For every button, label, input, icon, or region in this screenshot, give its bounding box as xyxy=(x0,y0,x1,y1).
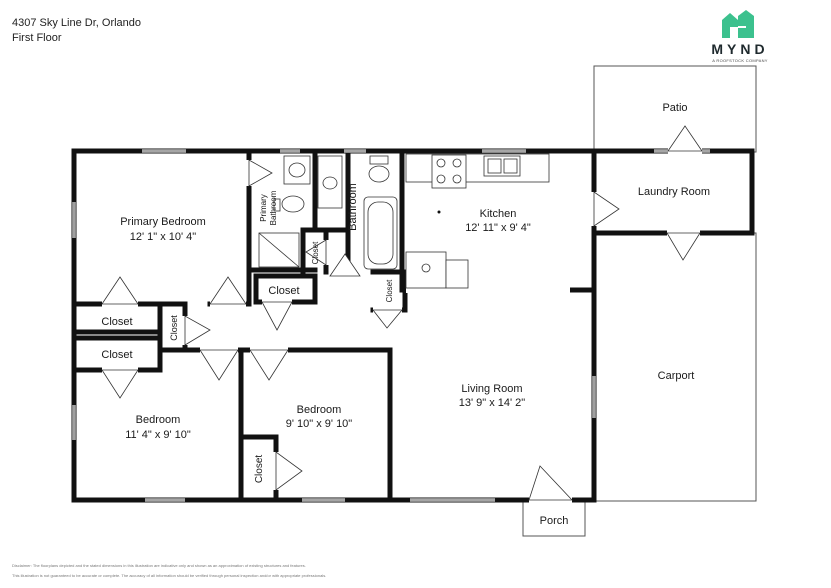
kitchen-dims: 12' 11" x 9' 4" xyxy=(465,222,531,234)
carport-outline xyxy=(593,232,757,502)
closet-left-upper: Closet xyxy=(101,316,132,328)
bath-toilet xyxy=(368,165,390,183)
bedroom2-dims: 9' 10" x 9' 10" xyxy=(286,418,353,430)
disclaimer-line-2: This illustration is not guaranteed to b… xyxy=(12,573,327,578)
disclaimer-line-1: Disclaimer: The floorplans depicted and … xyxy=(12,563,306,568)
bedroom1-dims: 11' 4" x 9' 10" xyxy=(125,429,191,441)
living-room-name: Living Room xyxy=(461,383,522,395)
fixtures xyxy=(258,153,550,289)
primary-bathroom-line2: Bathroom xyxy=(269,190,278,225)
primary-toilet xyxy=(281,195,305,213)
closet-left-lower: Closet xyxy=(101,349,132,361)
dishwasher xyxy=(445,259,469,289)
primary-bathroom-line1: Primary xyxy=(259,194,268,222)
closet-primary: Closet xyxy=(268,285,299,297)
primary-bedroom-dims: 12' 1" x 10' 4" xyxy=(130,231,197,243)
stove xyxy=(431,154,467,189)
floor-label: First Floor xyxy=(12,32,62,44)
house-logo-icon xyxy=(722,10,754,38)
laundry-name: Laundry Room xyxy=(638,186,710,198)
patio-name: Patio xyxy=(662,102,687,114)
door-swings xyxy=(101,125,703,501)
mynd-logo: MYND A ROOFSTOCK COMPANY xyxy=(700,8,780,68)
property-address: 4307 Sky Line Dr, Orlando xyxy=(12,17,142,29)
primary-bedroom-name: Primary Bedroom xyxy=(120,216,206,228)
porch-name: Porch xyxy=(540,515,569,527)
bedroom2-name: Bedroom xyxy=(297,404,342,416)
exterior-wall xyxy=(71,148,597,503)
closet-kitchen: Closet xyxy=(385,279,394,302)
bedroom1-name: Bedroom xyxy=(136,414,181,426)
living-room-dims: 13' 9" x 14' 2" xyxy=(459,397,526,409)
carport-name: Carport xyxy=(658,370,695,382)
kitchen-name: Kitchen xyxy=(480,208,517,220)
bathroom-name: Bathroom xyxy=(347,183,359,231)
closet-bedroom2: Closet xyxy=(254,455,265,484)
kitchen-counter xyxy=(405,153,550,183)
closet-hall: Closet xyxy=(169,315,179,341)
logo-tagline: A ROOFSTOCK COMPANY xyxy=(712,58,768,63)
closet-bath: Closet xyxy=(311,241,320,264)
logo-wordmark: MYND xyxy=(711,41,769,57)
